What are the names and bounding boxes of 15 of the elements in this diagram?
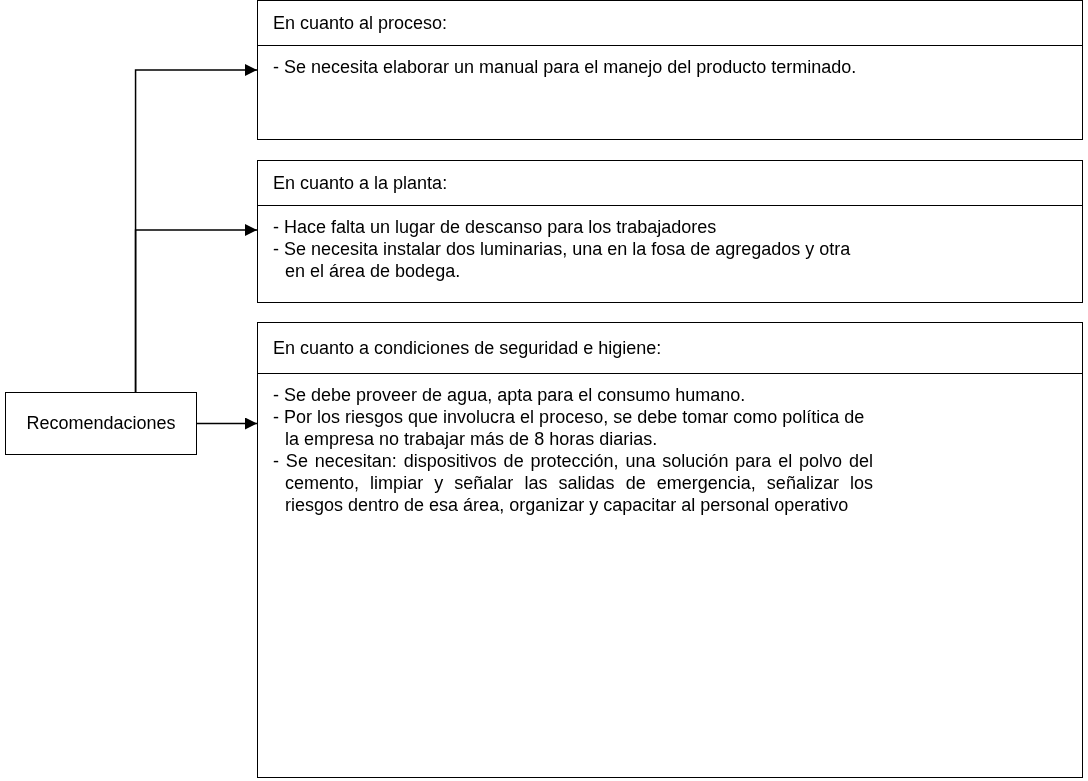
- connector-arrow: [196, 417, 258, 430]
- connector-arrow: [134, 224, 258, 393]
- section-heading: En cuanto a la planta:: [273, 172, 448, 194]
- bullet-text: - Por los riesgos que involucra el proceso, se debe tomar como política de la empresa no trabajar más de 8 horas diarias.: [273, 406, 866, 450]
- section-heading: En cuanto a condiciones de seguridad e higiene:: [273, 337, 662, 359]
- topic-box: Recomendaciones: [5, 392, 197, 455]
- recommendation-box: [257, 0, 1083, 140]
- bullet-text: - Se necesita instalar dos luminarias, una en la fosa de agregados y otra en el área de bodega.: [273, 238, 852, 282]
- bullet-text: - Se necesita elaborar un manual para el manejo del producto terminado.: [273, 56, 858, 78]
- bullet-text: - Se necesitan: dispositivos de protección, una solución para el polvo del cemento, limpiar y señalar las salidas de emergencia, señalizar los riesgos dentro de esa área, organizar y capacitar al personal operativo: [273, 450, 873, 516]
- recommendation-box: [257, 160, 1083, 303]
- bullet-text: - Se debe proveer de agua, apta para el consumo humano.: [273, 384, 747, 406]
- recommendation-box: [257, 322, 1083, 778]
- section-heading: En cuanto al proceso:: [273, 12, 448, 34]
- bullet-text: - Hace falta un lugar de descanso para los trabajadores: [273, 216, 718, 238]
